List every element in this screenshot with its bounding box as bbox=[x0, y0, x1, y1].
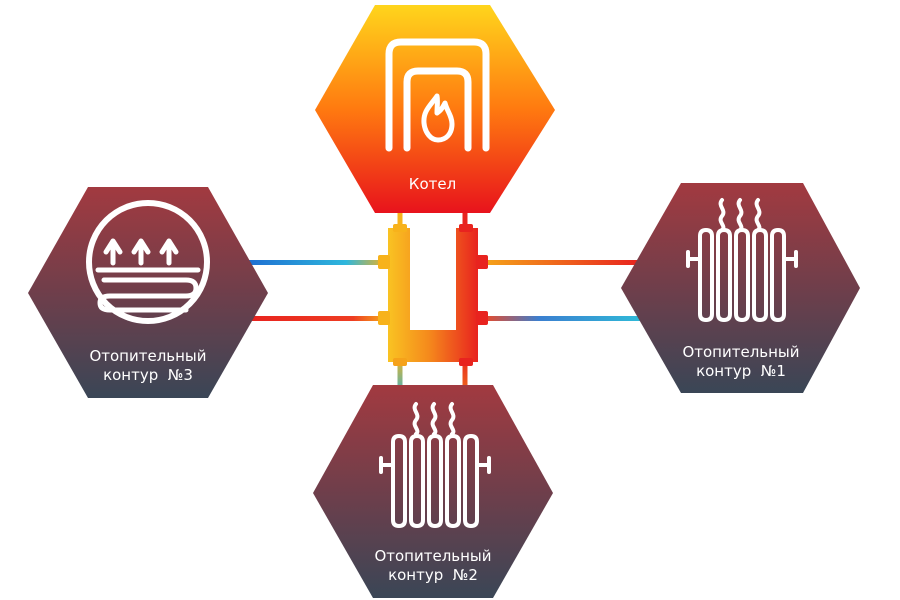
circuit1-return-pipe bbox=[485, 316, 640, 321]
pipes bbox=[248, 205, 640, 400]
manifold-fitting bbox=[393, 358, 407, 366]
circuit3-hexagon bbox=[28, 187, 268, 398]
circuit3-label-line2: контур №3 bbox=[103, 366, 193, 384]
manifold-body bbox=[388, 228, 478, 362]
manifold-fitting bbox=[393, 224, 407, 232]
circuit3-return-pipe bbox=[248, 260, 388, 265]
radiator-icon bbox=[379, 402, 491, 528]
circuit1-label: Отопительный контур №1 bbox=[641, 343, 841, 381]
circuit2-label-line2: контур №2 bbox=[388, 566, 478, 584]
circuit1-label-line2: контур №1 bbox=[696, 362, 786, 380]
circuit2-node bbox=[313, 385, 553, 598]
circuit3-node bbox=[28, 187, 268, 398]
manifold bbox=[378, 224, 488, 366]
underfloor-heating-icon bbox=[86, 200, 210, 324]
manifold-fitting bbox=[378, 255, 390, 269]
boiler-label: Котел bbox=[408, 175, 457, 193]
circuit2-supply-pipe bbox=[462, 355, 468, 400]
circuit2-return-pipe bbox=[397, 355, 403, 400]
circuit3-label: Отопительный контур №3 bbox=[48, 347, 248, 385]
circuit2-label-line1: Отопительный bbox=[374, 547, 492, 565]
boiler-node bbox=[315, 5, 555, 213]
circuit1-supply-pipe bbox=[485, 260, 640, 265]
circuit3-supply-pipe bbox=[248, 316, 388, 321]
manifold-fitting bbox=[476, 255, 488, 269]
manifold-fitting bbox=[378, 311, 390, 325]
manifold-fitting bbox=[459, 358, 473, 366]
manifold-fitting bbox=[476, 311, 488, 325]
circuit1-node bbox=[621, 183, 860, 393]
circuit2-hexagon bbox=[313, 385, 553, 598]
circuit1-label-line1: Отопительный bbox=[682, 343, 800, 361]
boiler-flame-icon bbox=[385, 38, 490, 152]
circuit2-label: Отопительный контур №2 bbox=[333, 547, 533, 585]
radiator-icon bbox=[686, 198, 798, 322]
circuit1-hexagon bbox=[621, 183, 860, 393]
manifold-fitting bbox=[459, 224, 473, 232]
circuit3-label-line1: Отопительный bbox=[89, 347, 207, 365]
